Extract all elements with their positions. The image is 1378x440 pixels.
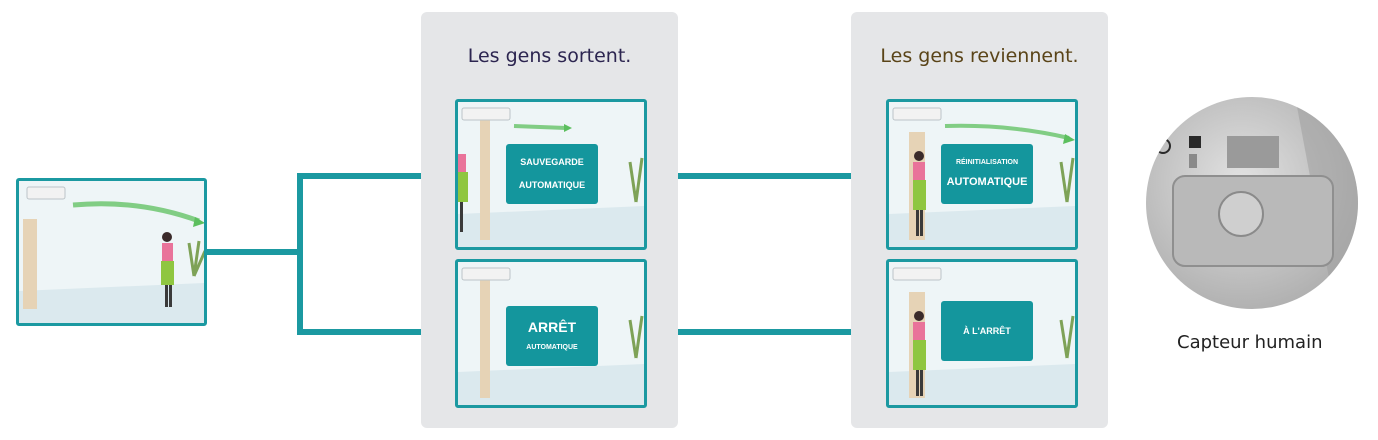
- person-icon: [913, 311, 926, 396]
- plant-icon: [1059, 157, 1075, 203]
- badge-line-1: À L'ARRÊT: [963, 325, 1011, 336]
- air-conditioner-icon: [26, 186, 66, 200]
- person-icon: [913, 151, 926, 236]
- air-conditioner-icon: [892, 267, 942, 281]
- air-conditioner-icon: [461, 107, 511, 121]
- air-conditioner-icon: [461, 267, 511, 281]
- door-icon: [480, 112, 490, 240]
- air-conditioner-icon: [892, 107, 942, 121]
- person-icon: [458, 154, 468, 232]
- grid-icon: [1189, 136, 1201, 148]
- badge-line-2: AUTOMATIQUE: [526, 344, 578, 352]
- person-icon: [161, 232, 174, 307]
- scene-auto-off: ARRÊT AUTOMATIQUE: [455, 259, 647, 408]
- badge-auto-off: ARRÊT AUTOMATIQUE: [506, 306, 598, 366]
- badge-auto-reset: RÉINITIALISATION AUTOMATIQUE: [941, 144, 1033, 204]
- scene-off: À L'ARRÊT: [886, 259, 1078, 408]
- sensor-lens-icon: [1218, 191, 1264, 237]
- badge-line-1: RÉINITIALISATION: [955, 159, 1019, 167]
- badge-auto-save: SAUVEGARDE AUTOMATIQUE: [506, 144, 598, 204]
- plant-icon: [628, 157, 644, 203]
- room-illustration: [19, 181, 204, 323]
- human-sensor-caption: Capteur humain: [1177, 332, 1323, 353]
- badge-off: À L'ARRÊT: [941, 301, 1033, 361]
- badge-line-2: AUTOMATIQUE: [946, 175, 1028, 188]
- plant-icon: [628, 315, 644, 359]
- airflow-icon: [513, 124, 567, 130]
- airflow-icon: [944, 123, 1070, 140]
- scene-auto-reset: RÉINITIALISATION AUTOMATIQUE: [886, 99, 1078, 250]
- human-sensor-photo: [1146, 97, 1358, 309]
- door-icon: [23, 219, 37, 309]
- badge-line-1: SAUVEGARDE: [520, 157, 584, 168]
- door-icon: [480, 272, 490, 398]
- airflow-icon: [72, 201, 200, 224]
- badge-line-2: AUTOMATIQUE: [518, 180, 586, 190]
- room-illustration: [889, 102, 1075, 247]
- scene-initial: [16, 178, 207, 326]
- panel-title-return: Les gens reviennent.: [880, 45, 1079, 67]
- badge-line-1: ARRÊT: [527, 319, 577, 336]
- plant-icon: [187, 240, 204, 277]
- scene-auto-save: SAUVEGARDE AUTOMATIQUE: [455, 99, 647, 250]
- plant-icon: [1059, 315, 1075, 359]
- panel-title-leave: Les gens sortent.: [467, 45, 632, 67]
